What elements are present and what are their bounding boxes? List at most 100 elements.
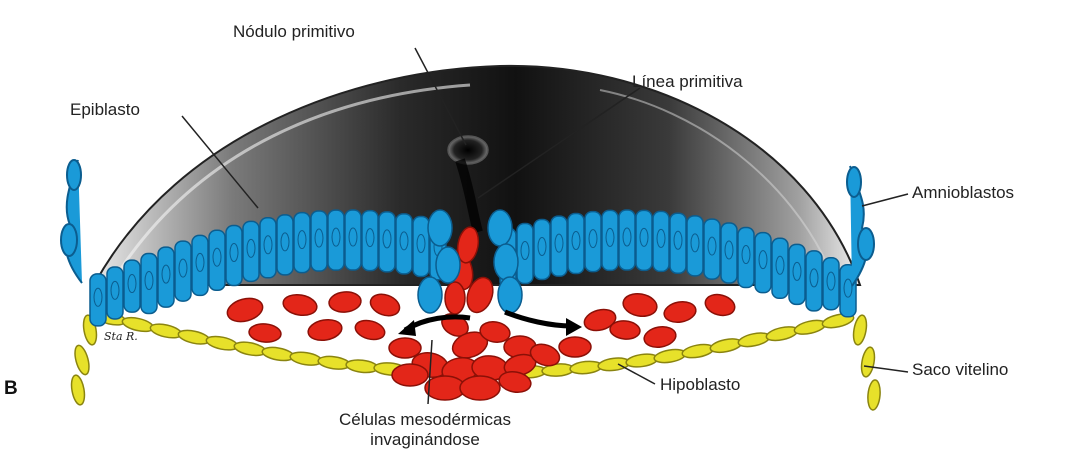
epiblast-cell — [636, 210, 652, 270]
epiblast-cell — [345, 210, 361, 270]
mesoderm-cell — [559, 337, 591, 357]
epiblast-cell — [107, 267, 123, 319]
amnioblasts-left — [61, 160, 82, 283]
mesoderm-cell — [225, 295, 265, 326]
epiblast-cell — [277, 215, 293, 275]
hypoblast-cell — [69, 374, 86, 406]
hypoblast-cell — [149, 322, 183, 341]
hypoblast-cell — [72, 344, 91, 376]
hypoblast-cell — [681, 342, 715, 360]
epiblast-cell — [585, 212, 601, 272]
mesoderm-cell — [353, 317, 387, 342]
hypoblast-cell — [345, 358, 378, 373]
epiblast-cell — [602, 210, 618, 270]
hypoblast-cell — [289, 350, 322, 367]
mesoderm-cell — [703, 291, 737, 318]
epiblast-cell — [488, 210, 512, 246]
panel-letter: B — [4, 378, 18, 400]
mesoderm-cell — [425, 376, 465, 400]
mesoderm-cell — [609, 320, 640, 341]
hypoblast-cell — [867, 380, 882, 411]
label-amnioblasts: Amnioblastos — [912, 183, 1014, 203]
hypoblast-cell — [233, 340, 267, 358]
hypoblast-cell — [261, 345, 295, 362]
epiblast-cell — [311, 211, 327, 271]
hypoblast-cell — [625, 352, 658, 369]
epiblast-cell — [551, 216, 567, 276]
mesoderm-cell — [621, 291, 658, 319]
epiblast-cell — [379, 212, 395, 272]
label-mesoderm-line1: Células mesodérmicas — [300, 410, 550, 430]
artist-signature: Sta R. — [104, 330, 138, 343]
epiblast-cell — [738, 228, 754, 288]
epiblast-cell — [209, 230, 225, 290]
mesoderm-cell — [663, 299, 698, 324]
migration-arrowhead-right — [566, 318, 582, 336]
epiblast-cell — [192, 235, 208, 295]
label-hypoblast: Hipoblasto — [660, 375, 740, 395]
epiblast-cell — [243, 221, 259, 281]
epiblast-cell — [704, 219, 720, 279]
epiblast-cell — [294, 213, 310, 273]
hypoblast-cell — [793, 318, 827, 337]
epiblast-cell — [436, 247, 460, 283]
epiblast-cell — [226, 226, 242, 286]
epiblast-cell — [494, 244, 518, 280]
hypoblast-cell — [177, 328, 211, 347]
hypoblast-cell — [569, 360, 602, 375]
hypoblast-cell — [737, 331, 771, 349]
epiblast-cell — [534, 220, 550, 280]
hypoblast-cell — [597, 356, 630, 372]
epiblast-cell — [806, 251, 822, 311]
epiblast-cell — [755, 233, 771, 293]
epiblast-cell — [396, 214, 412, 274]
hypoblast-cell — [765, 324, 799, 343]
hypoblast-cell — [709, 337, 743, 355]
mesoderm-cell — [445, 282, 465, 314]
epiblast-cell — [721, 223, 737, 283]
hypoblast-cell — [317, 355, 350, 371]
epiblast-cell — [498, 277, 522, 313]
epiblast-cell — [670, 213, 686, 273]
mesoderm-cell — [392, 364, 428, 386]
mesoderm-cell — [643, 324, 678, 349]
hypoblast-cell — [859, 346, 876, 378]
label-yolk-sac: Saco vitelino — [912, 360, 1008, 380]
mesoderm-cell — [282, 292, 319, 318]
hypoblast-cell — [653, 347, 687, 364]
hypoblast-cell — [205, 334, 239, 352]
mesoderm-cell — [248, 323, 281, 344]
epiblast-cell — [687, 216, 703, 276]
mesoderm-cell — [460, 376, 500, 400]
epiblast-cell — [619, 210, 635, 270]
epiblast-cell — [413, 217, 429, 277]
epiblast-cell — [568, 214, 584, 274]
epiblast-cell — [90, 274, 106, 326]
label-primitive-streak: Línea primitiva — [632, 72, 743, 92]
epiblast-cell — [517, 223, 533, 283]
mesoderm-cell — [389, 338, 421, 358]
epiblast-cell — [362, 211, 378, 271]
epiblast-cell — [653, 211, 669, 271]
label-primitive-node: Nódulo primitivo — [233, 22, 355, 42]
epiblast-cell — [158, 247, 174, 307]
epiblast-cell — [175, 241, 191, 301]
epiblast-cell — [328, 210, 344, 270]
label-mesoderm-cells: Células mesodérmicas invaginándose — [300, 410, 550, 449]
epiblast-cell — [260, 218, 276, 278]
epiblast-cell — [141, 254, 157, 314]
migration-arrow-right — [505, 312, 572, 326]
label-mesoderm-line2: invaginándose — [300, 430, 550, 450]
migration-arrowhead-left — [398, 320, 416, 336]
mesoderm-cell — [367, 290, 402, 319]
epiblast-cell — [418, 277, 442, 313]
primitive-node-pit — [448, 136, 488, 164]
epiblast-cell — [823, 258, 839, 310]
epiblast-cell — [772, 238, 788, 298]
epiblast-cell — [789, 244, 805, 304]
label-epiblast: Epiblasto — [70, 100, 140, 120]
mesoderm-cell — [307, 317, 344, 343]
leader-amnioblasts — [862, 194, 908, 206]
epiblast-cell — [428, 210, 452, 246]
